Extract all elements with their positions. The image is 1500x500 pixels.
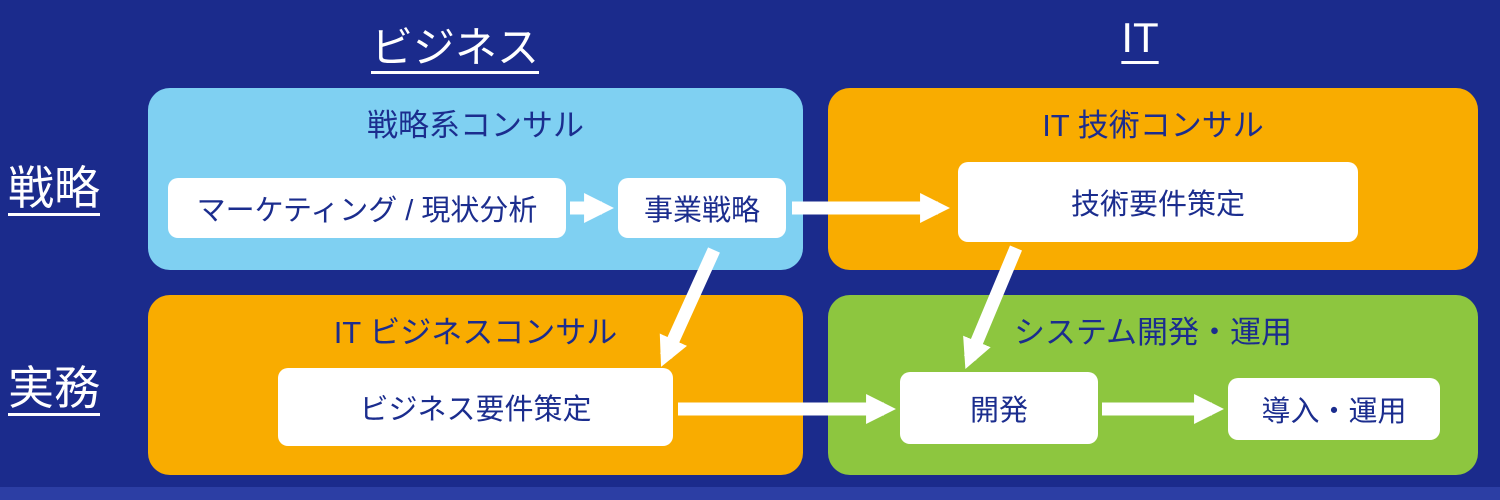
node-business-requirements: ビジネス要件策定 <box>278 368 673 446</box>
quadrant-title-it-business-consulting: IT ビジネスコンサル <box>333 315 618 350</box>
node-marketing-analysis: マーケティング / 現状分析 <box>168 178 566 238</box>
footer-strip <box>0 487 1500 500</box>
node-development: 開発 <box>900 372 1098 444</box>
quadrant-title-system-dev-operation: システム開発・運用 <box>1013 315 1293 350</box>
node-tech-requirements: 技術要件策定 <box>958 162 1358 242</box>
node-deploy-operate: 導入・運用 <box>1228 378 1440 440</box>
quadrant-title-strategy-consulting: 戦略系コンサル <box>367 108 584 143</box>
column-header-business: ビジネス <box>370 24 540 71</box>
quadrant-title-it-tech-consulting: IT 技術コンサル <box>1042 108 1264 143</box>
node-business-strategy: 事業戦略 <box>618 178 786 238</box>
row-header-operations: 実務 <box>8 362 100 414</box>
column-header-it: IT <box>1121 14 1159 61</box>
row-header-strategy: 戦略 <box>8 162 100 214</box>
